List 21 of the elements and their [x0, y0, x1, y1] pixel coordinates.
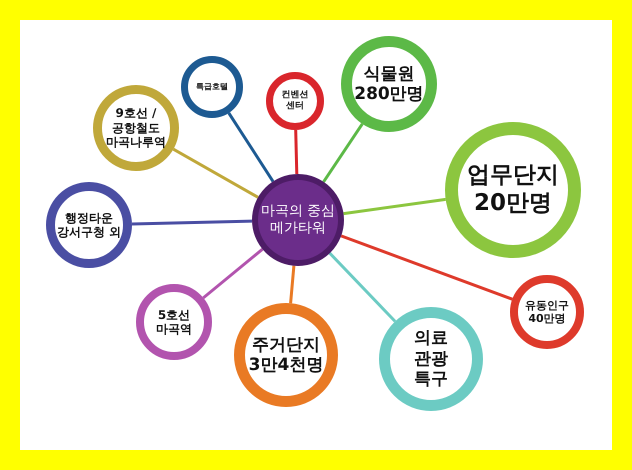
- node-label: 마곡의 중심 메가타워: [260, 203, 336, 237]
- node-label: 5호선 마곡역: [155, 308, 193, 336]
- node-label: 의료 관광 특구: [413, 328, 449, 390]
- connector-line: [289, 266, 296, 304]
- connector-line: [340, 234, 513, 301]
- connector-line: [202, 248, 264, 300]
- node-label: 업무단지 20만명: [466, 162, 560, 218]
- node-label: 주거단지 3만4천명: [248, 334, 324, 376]
- connector-line: [228, 112, 274, 182]
- connector-line: [322, 123, 364, 183]
- node-label: 9호선 /공항철도 마곡나루역: [105, 106, 167, 150]
- connector-line: [172, 148, 259, 199]
- node-label: 컨벤션 센터: [280, 90, 310, 112]
- connector-line: [294, 130, 298, 174]
- node-label: 유동인구 40만명: [524, 298, 570, 326]
- connector-line: [132, 220, 252, 226]
- node-label: 식물원 280만명: [353, 64, 425, 104]
- connector-line: [343, 198, 446, 216]
- node-label: 행정타운 강서구청 외: [56, 210, 122, 240]
- node-label: 특급호텔: [195, 82, 229, 92]
- connector-line: [328, 252, 396, 322]
